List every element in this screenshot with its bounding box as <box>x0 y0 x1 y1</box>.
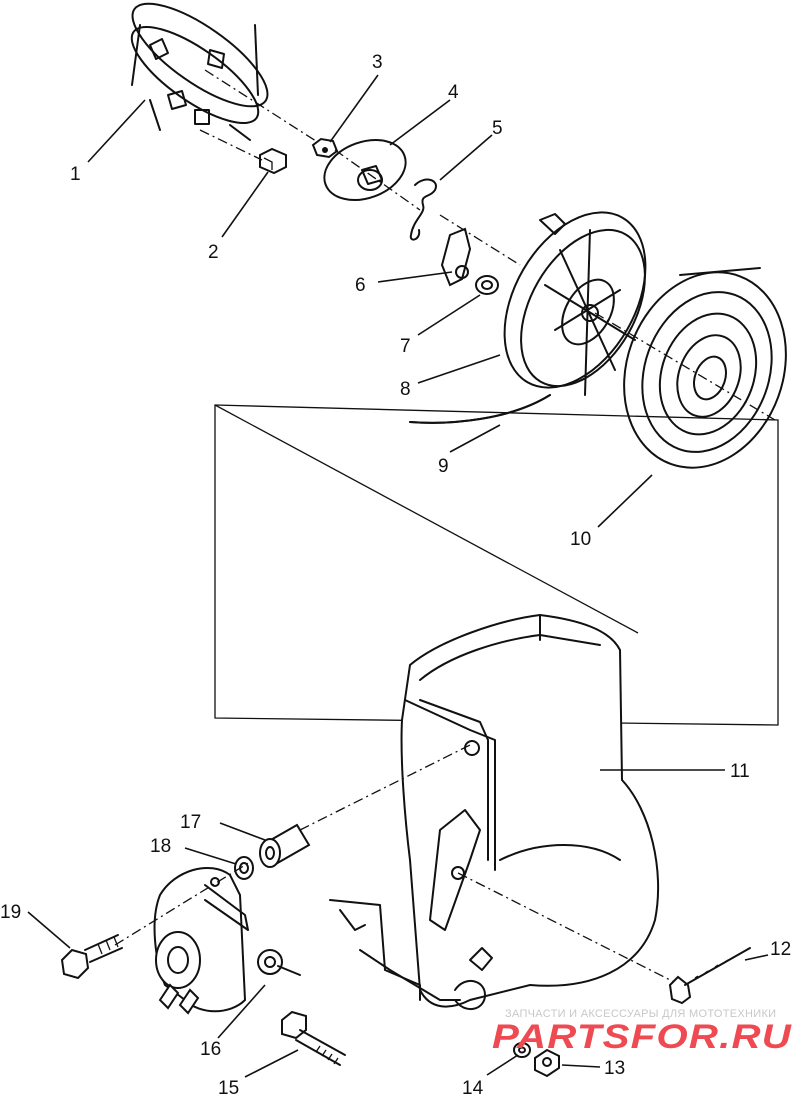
fan-housing-part <box>329 613 691 1010</box>
callout-8: 8 <box>400 379 411 400</box>
watermark-tagline: ЗАПЧАСТИ И АКСЕССУАРЫ ДЛЯ МОТОТЕХНИКИ <box>505 1008 776 1020</box>
callout-numbers: 1 2 3 4 5 6 7 8 9 10 11 12 13 14 15 16 1… <box>0 52 791 1097</box>
callout-15: 15 <box>218 1078 239 1097</box>
watermark: ЗАПЧАСТИ И АКСЕССУАРЫ ДЛЯ МОТОТЕХНИКИ PA… <box>492 1008 793 1056</box>
nut-part <box>311 137 339 159</box>
pawl-part <box>439 214 521 287</box>
pump-bolt-part <box>60 934 123 980</box>
callout-19: 19 <box>0 902 21 923</box>
starter-cup-part <box>130 2 331 151</box>
callout-9: 9 <box>438 456 449 477</box>
callout-18: 18 <box>150 836 171 857</box>
o-ring-part <box>234 856 254 880</box>
leader-lines <box>27 74 769 1078</box>
callout-3: 3 <box>372 52 383 73</box>
spring-part <box>475 275 499 295</box>
callout-11: 11 <box>730 761 750 782</box>
bolt-part <box>199 129 287 175</box>
watermark-brand: PARTSFOR.RU <box>492 1018 793 1056</box>
callout-7: 7 <box>400 336 411 357</box>
screw-part <box>668 947 751 1005</box>
callout-4: 4 <box>448 82 459 103</box>
long-bolt-part <box>281 1010 346 1066</box>
recoil-spring-part <box>594 267 787 469</box>
callout-10: 10 <box>570 529 591 550</box>
callout-16: 16 <box>200 1039 221 1060</box>
starter-rope-part <box>409 394 551 424</box>
callout-14: 14 <box>462 1078 484 1097</box>
callout-6: 6 <box>355 275 366 296</box>
callout-5: 5 <box>492 118 503 139</box>
bushing-part <box>259 744 471 868</box>
callout-17: 17 <box>180 812 201 833</box>
fuel-pump-part <box>114 861 251 1015</box>
recoil-reel-part <box>503 211 647 396</box>
clip-part <box>409 178 437 241</box>
assembly-plane-outline <box>214 404 779 726</box>
callout-13: 13 <box>604 1058 625 1079</box>
nut-13-part <box>534 1048 560 1078</box>
small-spring-part <box>257 949 301 976</box>
callout-1: 1 <box>70 164 81 185</box>
callout-2: 2 <box>208 242 219 263</box>
callout-12: 12 <box>770 939 791 960</box>
washer-part <box>513 1042 531 1058</box>
pulley-disc-part <box>323 139 421 211</box>
